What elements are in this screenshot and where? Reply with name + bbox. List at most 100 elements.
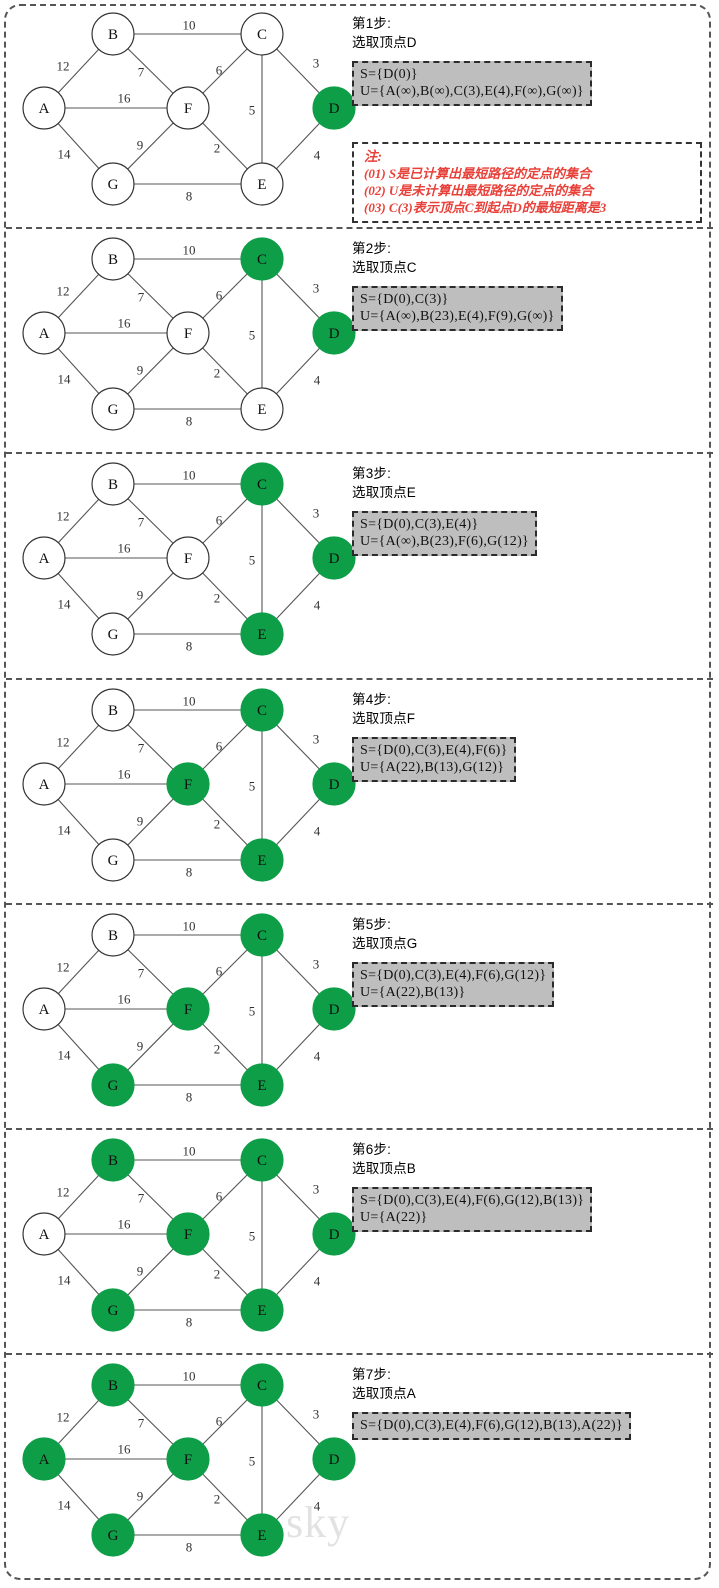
graph-node-D[interactable]: D bbox=[312, 86, 356, 130]
graph-node-E[interactable]: E bbox=[240, 162, 284, 206]
node-circle bbox=[91, 387, 135, 431]
graph-node-C[interactable]: C bbox=[240, 1138, 284, 1182]
graph-node-G[interactable]: G bbox=[91, 612, 135, 656]
graph-node-D[interactable]: D bbox=[312, 1212, 356, 1256]
graph-node-B[interactable]: B bbox=[91, 237, 135, 281]
edge-weight-AB: 12 bbox=[57, 734, 70, 749]
graph-node-D[interactable]: D bbox=[312, 311, 356, 355]
graph-edge-AG bbox=[57, 123, 100, 169]
set-box: S={D(0),C(3),E(4),F(6),G(12),B(13)}U={A(… bbox=[352, 1187, 593, 1232]
set-box: S={D(0),C(3),E(4),F(6)}U={A(22),B(13),G(… bbox=[352, 736, 516, 782]
edge-weight-AB: 12 bbox=[57, 1410, 70, 1425]
graph-node-C[interactable]: C bbox=[240, 687, 284, 732]
edge-weight-BF: 7 bbox=[138, 1416, 145, 1431]
node-circle bbox=[91, 1288, 135, 1332]
graph-edge-CD bbox=[276, 499, 320, 544]
graph-node-B[interactable]: B bbox=[91, 1363, 135, 1407]
node-label: F bbox=[184, 1452, 192, 1468]
graph-edge-AB bbox=[57, 1174, 100, 1220]
node-label: A bbox=[39, 1452, 50, 1468]
graph-node-G[interactable]: G bbox=[91, 1513, 135, 1557]
edge-weight-FC: 6 bbox=[216, 963, 223, 978]
graph-node-D[interactable]: D bbox=[312, 761, 356, 806]
node-label: C bbox=[257, 1378, 267, 1394]
edge-weight-CE: 5 bbox=[249, 103, 256, 118]
graph-node-E[interactable]: E bbox=[240, 1063, 284, 1107]
graph-node-B[interactable]: B bbox=[91, 462, 135, 506]
edge-weight-FC: 6 bbox=[216, 513, 223, 528]
graph-node-F[interactable]: F bbox=[166, 1212, 210, 1256]
edge-weight-BF: 7 bbox=[138, 965, 145, 980]
graph-node-F[interactable]: F bbox=[166, 86, 210, 130]
graph-node-G[interactable]: G bbox=[91, 387, 135, 431]
node-circle bbox=[91, 687, 135, 732]
node-circle bbox=[166, 761, 210, 806]
graph-node-F[interactable]: F bbox=[166, 987, 210, 1031]
graph-node-G[interactable]: G bbox=[91, 1288, 135, 1332]
graph-node-F[interactable]: F bbox=[166, 1437, 210, 1481]
graph-node-F[interactable]: F bbox=[166, 311, 210, 355]
graph-node-A[interactable]: A bbox=[22, 1212, 66, 1256]
node-label: C bbox=[257, 252, 267, 268]
step-subtitle: 选取顶点D bbox=[352, 35, 417, 50]
graph-node-C[interactable]: C bbox=[240, 237, 284, 281]
graph-node-C[interactable]: C bbox=[240, 12, 284, 56]
graph-node-C[interactable]: C bbox=[240, 913, 284, 957]
edge-weight-BC: 10 bbox=[183, 1369, 196, 1384]
edge-weight-BC: 10 bbox=[183, 243, 196, 258]
graph-node-A[interactable]: A bbox=[22, 86, 66, 130]
graph-edge-AG bbox=[57, 798, 100, 845]
graph-edge-FE bbox=[202, 573, 248, 620]
node-label: A bbox=[39, 101, 50, 117]
panel-divider bbox=[6, 1353, 713, 1356]
node-circle bbox=[91, 12, 135, 56]
graph-node-D[interactable]: D bbox=[312, 1437, 356, 1481]
graph-node-E[interactable]: E bbox=[240, 837, 284, 882]
node-label: B bbox=[108, 252, 118, 268]
graph-node-E[interactable]: E bbox=[240, 387, 284, 431]
node-label: A bbox=[39, 326, 50, 342]
edge-weight-FE: 2 bbox=[214, 1267, 221, 1282]
graph-node-B[interactable]: B bbox=[91, 12, 135, 56]
node-label: E bbox=[257, 627, 266, 643]
node-label: B bbox=[108, 477, 118, 493]
graph-node-E[interactable]: E bbox=[240, 1288, 284, 1332]
graph-edge-FG bbox=[127, 122, 174, 170]
graph-node-D[interactable]: D bbox=[312, 536, 356, 580]
graph-node-F[interactable]: F bbox=[166, 761, 210, 806]
graph-node-A[interactable]: A bbox=[22, 1437, 66, 1481]
graph-node-A[interactable]: A bbox=[22, 536, 66, 580]
node-circle bbox=[166, 536, 210, 580]
graph-node-C[interactable]: C bbox=[240, 1363, 284, 1407]
graph-node-E[interactable]: E bbox=[240, 1513, 284, 1557]
graph-node-D[interactable]: D bbox=[312, 987, 356, 1031]
node-label: F bbox=[184, 1002, 192, 1018]
graph-node-G[interactable]: G bbox=[91, 162, 135, 206]
node-label: B bbox=[108, 1378, 118, 1394]
graph-node-B[interactable]: B bbox=[91, 1138, 135, 1182]
graph-node-G[interactable]: G bbox=[91, 837, 135, 882]
set-line: U={A(22)} bbox=[360, 1210, 428, 1225]
graph-node-A[interactable]: A bbox=[22, 987, 66, 1031]
edge-weight-CE: 5 bbox=[249, 1454, 256, 1469]
edge-weight-FE: 2 bbox=[214, 1041, 221, 1056]
graph-node-E[interactable]: E bbox=[240, 612, 284, 656]
node-circle bbox=[91, 1363, 135, 1407]
graph-node-F[interactable]: F bbox=[166, 536, 210, 580]
graph-node-A[interactable]: A bbox=[22, 761, 66, 806]
graph-edge-FE bbox=[202, 1023, 248, 1071]
graph-edge-FG bbox=[127, 1023, 174, 1071]
graph-node-C[interactable]: C bbox=[240, 462, 284, 506]
graph-node-B[interactable]: B bbox=[91, 913, 135, 957]
panel-divider bbox=[6, 452, 713, 455]
edge-weight-FC: 6 bbox=[216, 1414, 223, 1429]
graph-node-A[interactable]: A bbox=[22, 311, 66, 355]
set-box: S={D(0),C(3)}U={A(∞),B(23),E(4),F(9),G(∞… bbox=[352, 286, 563, 332]
graph-node-B[interactable]: B bbox=[91, 687, 135, 732]
graph-node-G[interactable]: G bbox=[91, 1063, 135, 1107]
